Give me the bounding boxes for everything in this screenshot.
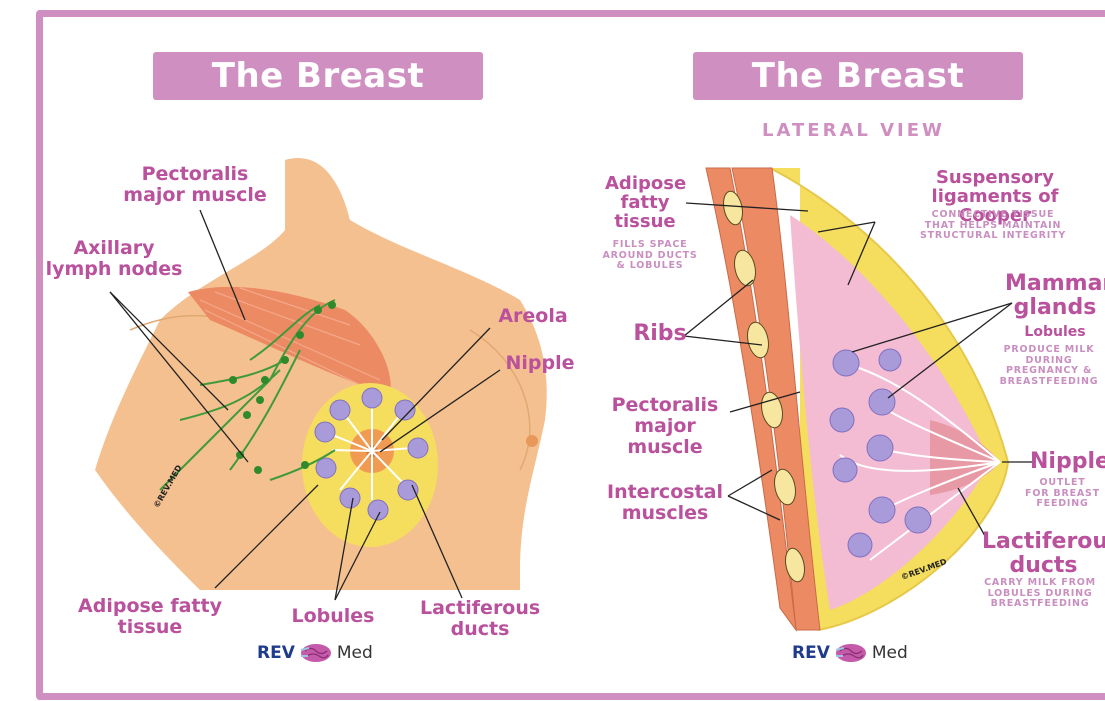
label-pectoralis-left: Pectoralis major muscle bbox=[120, 164, 270, 206]
label-intercostal: Intercostal muscles bbox=[600, 482, 730, 524]
label-adipose-left: Adipose fatty tissue bbox=[70, 596, 230, 638]
label-ribs: Ribs bbox=[625, 322, 695, 346]
logo-rev-text-right: REV bbox=[792, 643, 830, 663]
label-nipple-left: Nipple bbox=[500, 353, 580, 374]
left-title-banner: The Breast bbox=[153, 52, 483, 100]
left-title: The Breast bbox=[153, 52, 483, 100]
label-axillary: Axillary lymph nodes bbox=[44, 238, 184, 280]
brain-icon bbox=[299, 642, 333, 664]
label-mammary-lobules: Lobules bbox=[1010, 322, 1100, 343]
desc-adipose-right: FILLS SPACE AROUND DUCTS & LOBULES bbox=[590, 240, 710, 272]
logo-med-text: Med bbox=[337, 643, 373, 663]
right-title-banner: The Breast bbox=[693, 52, 1023, 100]
front-view-illustration bbox=[95, 158, 547, 600]
right-title: The Breast bbox=[693, 52, 1023, 100]
label-adipose-right: Adipose fatty tissue bbox=[605, 174, 685, 231]
label-lobules-left: Lobules bbox=[288, 606, 378, 627]
desc-nipple: OUTLET FOR BREAST FEEDING bbox=[1020, 478, 1105, 510]
revmed-logo-left: REV Med bbox=[257, 642, 373, 664]
lateral-view-subtitle: LATERAL VIEW bbox=[762, 120, 945, 141]
desc-suspensory: CONNECTIVE TISSUE THAT HELPS MAINTAIN ST… bbox=[898, 210, 1088, 242]
desc-lactiferous: CARRY MILK FROM LOBULES DURING BREASTFEE… bbox=[975, 578, 1105, 610]
logo-med-text-right: Med bbox=[872, 643, 908, 663]
label-lactiferous-left: Lactiferous ducts bbox=[420, 598, 540, 640]
right-nipple bbox=[526, 435, 538, 447]
label-mammary: Mammary glands bbox=[1005, 272, 1105, 320]
logo-rev-text: REV bbox=[257, 643, 295, 663]
brain-icon bbox=[834, 642, 868, 664]
torso-skin bbox=[95, 158, 547, 590]
desc-mammary: PRODUCE MILK DURING PREGNANCY & BREASTFE… bbox=[993, 345, 1105, 387]
revmed-logo-right: REV Med bbox=[792, 642, 908, 664]
label-lactiferous-right: Lactiferous ducts bbox=[982, 530, 1105, 578]
label-areola: Areola bbox=[488, 306, 578, 327]
label-nipple-right: Nipple bbox=[1030, 450, 1105, 474]
label-pectoralis-right: Pectoralis major muscle bbox=[597, 395, 733, 458]
